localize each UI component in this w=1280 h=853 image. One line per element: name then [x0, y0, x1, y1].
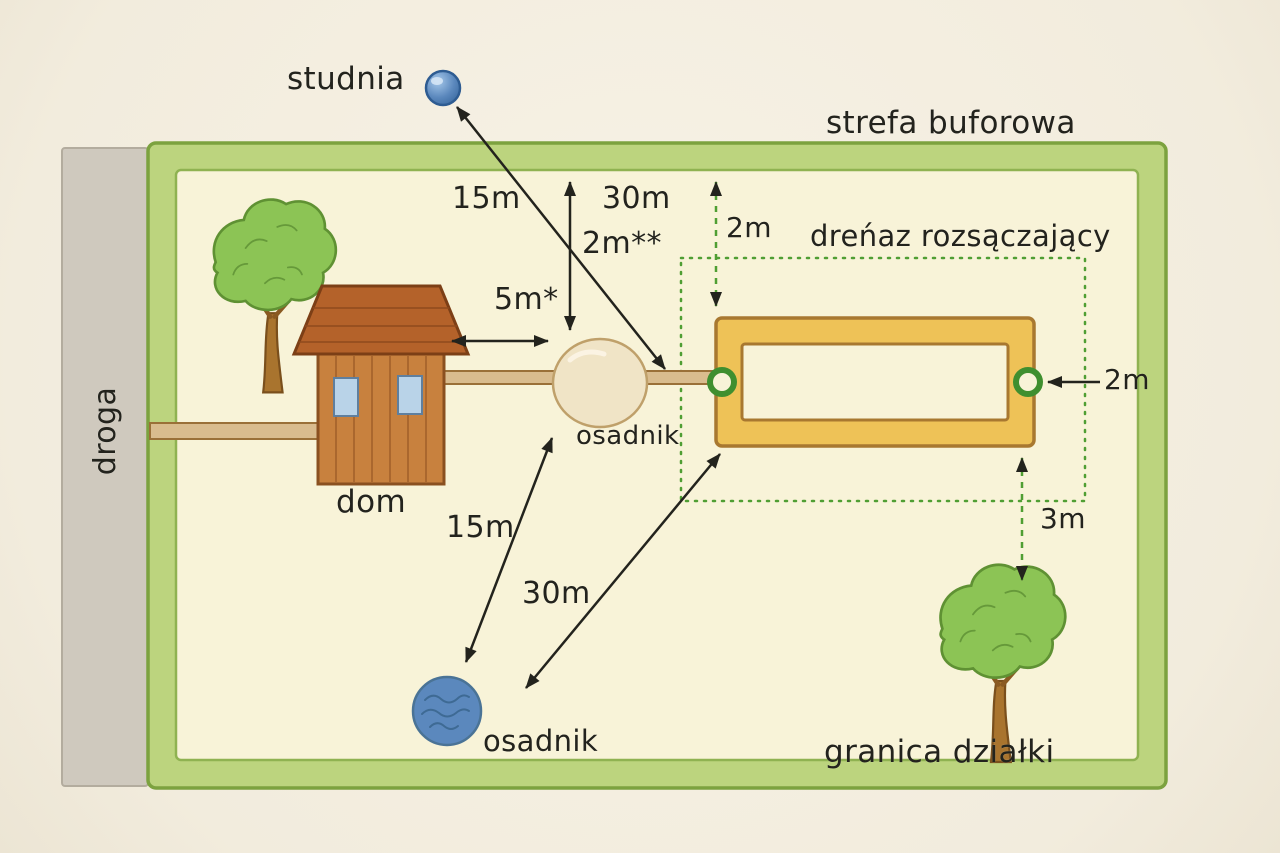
- house-window-left: [333, 377, 359, 417]
- roof-plank-lines: [299, 307, 463, 343]
- arrow-well-to-tank: [456, 106, 666, 370]
- measure-house-to-tank: 5m*: [494, 282, 559, 317]
- measure-well-to-tank: 15m: [452, 181, 521, 216]
- drainage-field: [707, 316, 1043, 448]
- label-septic-tank: osadnik: [576, 421, 680, 451]
- drainage-outlet-ring: [1013, 367, 1043, 397]
- label-well: studnia: [287, 61, 405, 97]
- label-buffer-zone: strefa buforowa: [826, 105, 1076, 141]
- label-house: dom: [336, 484, 407, 520]
- label-road: droga: [88, 386, 123, 476]
- house: [291, 284, 471, 486]
- well-highlight: [431, 77, 443, 85]
- measure-tree-clearance: 3m: [1040, 502, 1086, 535]
- house-wall: [316, 350, 446, 486]
- house-window-right: [397, 375, 423, 415]
- measure-buffer-right: 2m: [1104, 363, 1150, 396]
- label-plot-boundary: granica działki: [824, 734, 1055, 770]
- drainage-loop-inner: [740, 342, 1010, 422]
- house-plank-lines: [335, 356, 427, 482]
- arrow-pond-to-drain: [525, 453, 721, 689]
- pipe-house-to-tank: [443, 370, 557, 385]
- measure-depth-note: 2m**: [582, 226, 662, 261]
- measure-buffer-top: 2m: [726, 211, 772, 244]
- pond-wave-lines: [421, 694, 470, 730]
- pipe-road-to-house: [149, 422, 323, 440]
- well: [424, 69, 462, 107]
- measure-pond-to-drain: 30m: [522, 576, 591, 611]
- house-roof: [291, 284, 471, 356]
- label-drainage-field: dreńaz rozsączający: [810, 219, 1111, 253]
- measure-well-to-drain: 30m: [602, 181, 671, 216]
- settling-pond: [411, 675, 483, 747]
- measurement-arrows: [451, 106, 1100, 689]
- drainage-inlet-ring: [707, 367, 737, 397]
- label-settling-pond: osadnik: [483, 724, 599, 758]
- measure-tank-to-pond: 15m: [446, 510, 515, 545]
